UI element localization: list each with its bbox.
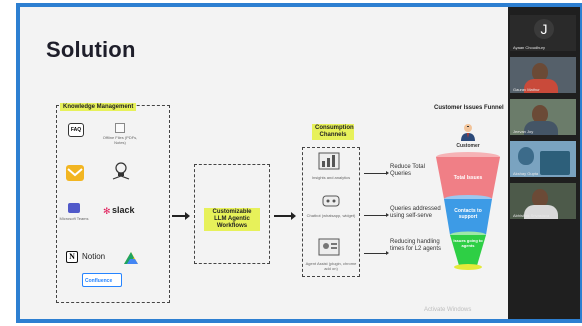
participant-name: Akshay Gupta — [513, 171, 539, 176]
outcome-text: Reducing handling times for L2 agents — [390, 239, 442, 252]
participant-video — [518, 147, 534, 165]
participant-video — [532, 189, 548, 207]
funnel-level-label: Total Issues — [453, 175, 483, 181]
mail-icon — [66, 165, 84, 181]
participant-tile[interactable]: J Ayaan Choudhury — [510, 15, 576, 51]
participant-tile[interactable]: Gaurav Mathur — [510, 57, 576, 93]
microsoft-teams-label: Microsoft Teams — [59, 216, 89, 221]
funnel-heading: Customer Issues Funnel — [434, 105, 504, 111]
funnel-level-contacts — [444, 199, 492, 235]
confluence-label: Confluence — [85, 278, 113, 284]
participants-panel: J Ayaan Choudhury Gaurav Mathur Jeevan J… — [508, 7, 580, 319]
outcome-arrow — [364, 171, 389, 175]
outcome-arrow — [364, 213, 389, 217]
files-icon — [115, 123, 125, 133]
lightbulb-book-icon — [112, 161, 130, 181]
arrow-to-workflow — [172, 212, 190, 220]
consumption-item-label: Agent Assist (plugin, chrome add on) — [305, 261, 357, 271]
participant-tile[interactable]: Jeevan Joy — [510, 99, 576, 135]
notion-label: Notion — [82, 252, 106, 261]
funnel-level-label: Issues going to agents — [453, 238, 483, 248]
participant-video — [532, 105, 548, 123]
workflow-box — [194, 164, 270, 264]
funnel-level-label: Contacts to support — [454, 208, 482, 220]
participant-video — [532, 63, 548, 81]
activate-windows-watermark: Activate Windows — [424, 307, 472, 313]
confluence-logo: Confluence — [82, 273, 122, 287]
presentation-slide: Solution Knowledge Management FAQ Offlin… — [20, 7, 508, 319]
analytics-icon — [318, 151, 340, 176]
participant-name: Jeevan Joy — [513, 129, 534, 134]
funnel-bottom — [454, 264, 482, 270]
notion-icon: N — [66, 251, 78, 263]
participant-name: Abhishek Srivastava — [513, 213, 550, 218]
workflow-heading: Customizable LLM Agentic Workflows — [204, 208, 260, 231]
outcome-text: Reduce Total Queries — [390, 164, 425, 177]
customer-icon — [460, 123, 476, 146]
participant-tile[interactable]: Abhishek Srivastava — [510, 183, 576, 219]
slack-icon: ✻ — [103, 206, 111, 216]
slack-label: slack — [112, 205, 135, 215]
participant-video-body — [524, 205, 558, 219]
slide-title: Solution — [46, 37, 136, 62]
chatbot-icon — [322, 193, 340, 214]
offline-files-label: Offline Files (PDFs, Notes) — [102, 135, 138, 145]
consumption-box — [302, 147, 360, 277]
participant-video-body — [524, 121, 558, 135]
funnel-chart — [436, 152, 500, 270]
consumption-item-label: Insights and analytics — [311, 175, 351, 180]
google-drive-icon — [124, 251, 138, 269]
knowledge-management-heading: Knowledge Management — [60, 103, 137, 111]
consumption-heading: Consumption Channels — [312, 124, 354, 140]
funnel-level-total-issues — [436, 157, 500, 199]
funnel-level-agents — [450, 235, 486, 269]
participant-video-body — [540, 151, 570, 175]
consumption-item-label: Chatbot (whatsapp, widget) — [306, 213, 356, 218]
participant-avatar: J — [534, 19, 554, 39]
outcome-arrow — [364, 251, 389, 255]
microsoft-teams-icon — [68, 203, 80, 213]
participant-video-body — [524, 79, 558, 93]
customer-label: Customer — [456, 143, 480, 149]
faq-icon: FAQ — [68, 123, 84, 137]
participant-tile[interactable]: Akshay Gupta — [510, 141, 576, 177]
participant-name: Gaurav Mathur — [513, 87, 540, 92]
outcome-text: Queries addressed using self-serve — [390, 206, 441, 219]
agent-assist-icon — [318, 237, 340, 262]
arrow-to-consumption — [274, 212, 296, 220]
screen-share-frame: Solution Knowledge Management FAQ Offlin… — [16, 3, 582, 323]
participant-name: Ayaan Choudhury — [513, 45, 545, 50]
